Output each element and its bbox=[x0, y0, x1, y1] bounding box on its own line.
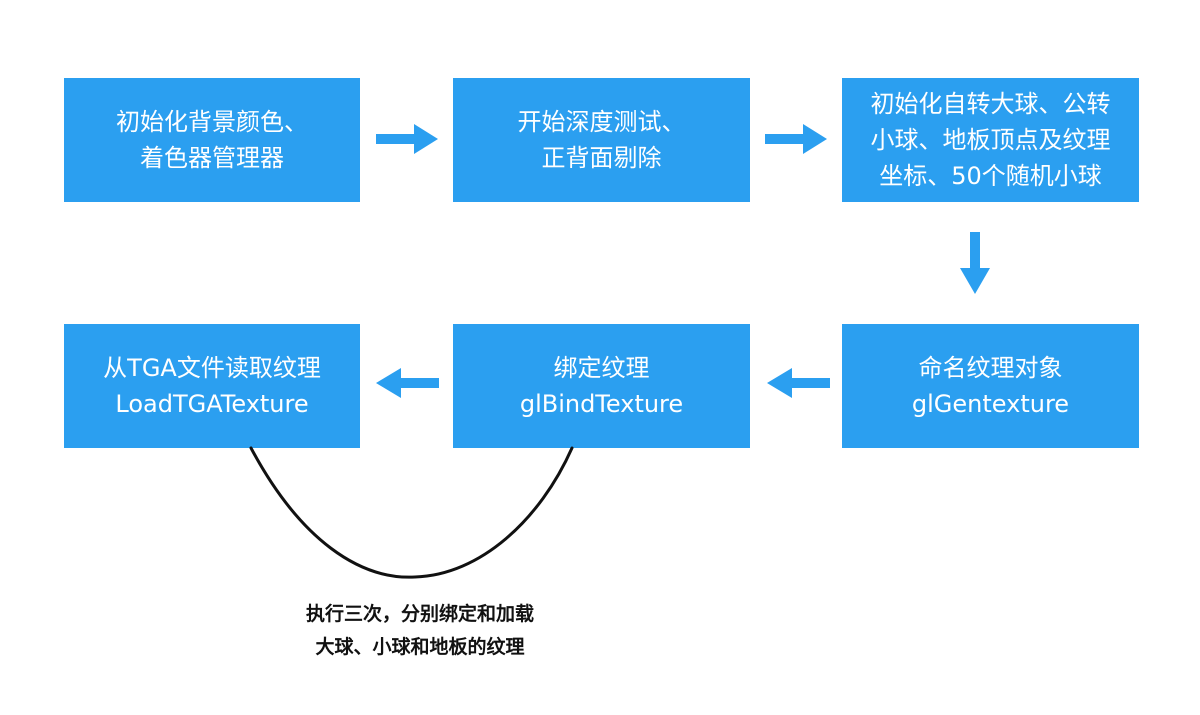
arrow-down-icon bbox=[960, 232, 990, 294]
step-4-line-1: 命名纹理对象 bbox=[918, 354, 1063, 382]
step-5-line-2: glBindTexture bbox=[519, 390, 684, 418]
loop-caption-line-2: 大球、小球和地板的纹理 bbox=[315, 636, 525, 658]
step-3-line-2: 小球、地板顶点及纹理 bbox=[870, 126, 1111, 154]
step-box-bind-texture: 绑定纹理 glBindTexture bbox=[453, 324, 750, 448]
step-box-gen-texture: 命名纹理对象 glGentexture bbox=[842, 324, 1139, 448]
loop-curve bbox=[249, 446, 574, 579]
step-3-line-1: 初始化自转大球、公转 bbox=[870, 90, 1111, 118]
step-2-line-2: 正背面剔除 bbox=[541, 144, 662, 172]
step-5-line-1: 绑定纹理 bbox=[553, 354, 650, 382]
loop-caption: 执行三次，分别绑定和加载 大球、小球和地板的纹理 bbox=[250, 598, 590, 664]
step-4-line-2: glGentexture bbox=[911, 390, 1070, 418]
step-3-line-3: 坐标、50个随机小球 bbox=[879, 162, 1102, 190]
step-1-line-1: 初始化背景颜色、 bbox=[116, 108, 308, 136]
step-1-line-2: 着色器管理器 bbox=[140, 144, 284, 172]
step-box-init-background: 初始化背景颜色、 着色器管理器 bbox=[64, 78, 360, 202]
arrow-right-icon bbox=[376, 124, 438, 154]
step-6-line-2: LoadTGATexture bbox=[115, 390, 309, 418]
step-box-load-tga: 从TGA文件读取纹理 LoadTGATexture bbox=[64, 324, 360, 448]
step-box-depth-test: 开始深度测试、 正背面剔除 bbox=[453, 78, 750, 202]
step-2-line-1: 开始深度测试、 bbox=[517, 108, 686, 136]
arrow-left-icon bbox=[767, 368, 830, 398]
loop-caption-line-1: 执行三次，分别绑定和加载 bbox=[305, 603, 534, 625]
arrow-left-icon bbox=[376, 368, 439, 398]
step-6-line-1: 从TGA文件读取纹理 bbox=[103, 354, 321, 382]
arrow-right-icon bbox=[765, 124, 827, 154]
step-box-init-geometry: 初始化自转大球、公转 小球、地板顶点及纹理 坐标、50个随机小球 bbox=[842, 78, 1139, 202]
